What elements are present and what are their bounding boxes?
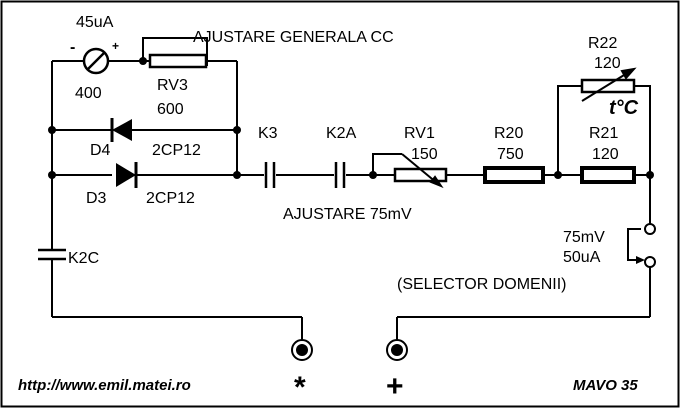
- k2c-contact-symbol: [38, 248, 66, 261]
- rv1-value: 150: [411, 146, 438, 163]
- r22-name: R22: [588, 35, 617, 52]
- selector-range-50ua: 50uA: [563, 249, 601, 266]
- selector-arrow: [636, 256, 645, 264]
- k2a-name: K2A: [326, 125, 357, 142]
- rv1-resistor: [393, 167, 448, 183]
- rv3-value: 600: [157, 101, 184, 118]
- r22-value: 120: [594, 55, 621, 72]
- rv3-caption: AJUSTARE GENERALA CC: [193, 29, 394, 46]
- d4-type: 2CP12: [152, 142, 201, 159]
- selector-range-75mv: 75mV: [563, 229, 605, 246]
- terminal-common: [291, 339, 313, 361]
- rv3-resistor: [148, 53, 208, 69]
- selector-terminal-75mv: [644, 223, 656, 235]
- rv1-adjust-arrow: [401, 153, 444, 189]
- k3-contact-symbol: [264, 162, 276, 188]
- footer-url: http://www.emil.matei.ro: [18, 377, 191, 394]
- r20-name: R20: [494, 125, 523, 142]
- d3-name: D3: [86, 190, 107, 207]
- selector-terminal-50ua: [644, 256, 656, 268]
- meter-current-label: 45uA: [76, 14, 114, 31]
- terminal-common-symbol: *: [294, 371, 306, 404]
- wires: [51, 37, 651, 340]
- d4-name: D4: [90, 142, 111, 159]
- meter-resistance-label: 400: [75, 85, 102, 102]
- r22-thermal-arrow: [581, 67, 637, 102]
- d4-diode-symbol: [110, 118, 132, 142]
- k3-name: K3: [258, 125, 278, 142]
- k2c-name: K2C: [68, 250, 99, 267]
- r20-resistor: [483, 166, 545, 184]
- d3-diode-symbol: [116, 162, 138, 188]
- rv1-caption: AJUSTARE 75mV: [283, 206, 412, 223]
- d3-type: 2CP12: [146, 190, 195, 207]
- rv3-name: RV3: [157, 77, 188, 94]
- k2a-contact-symbol: [334, 162, 346, 188]
- meter-minus-sign: -: [70, 39, 75, 56]
- terminal-positive-symbol: +: [386, 370, 404, 403]
- r21-name: R21: [589, 125, 618, 142]
- rv1-name: RV1: [404, 125, 435, 142]
- junction-dots: [48, 57, 654, 179]
- selector-caption: (SELECTOR DOMENII): [397, 276, 567, 293]
- r21-resistor: [580, 166, 636, 184]
- microammeter-symbol: [82, 47, 110, 75]
- terminal-positive: [386, 339, 408, 361]
- r20-value: 750: [497, 146, 524, 163]
- r22-temperature-label: t°C: [609, 97, 639, 119]
- footer-model: MAVO 35: [573, 377, 638, 394]
- r21-value: 120: [592, 146, 619, 163]
- meter-plus-sign: +: [112, 39, 119, 53]
